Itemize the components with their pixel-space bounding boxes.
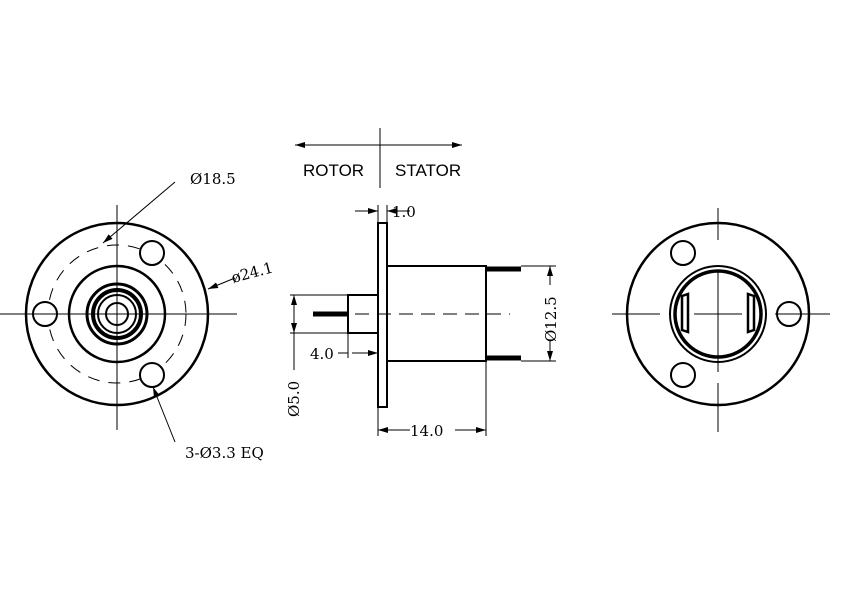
body-dia-dim: Ø12.5 [542,296,560,342]
mount-hole [670,362,696,388]
rotor-end-view [0,181,237,443]
outer-dia-dim: ø24.1 [229,258,275,286]
mount-hole [139,240,165,266]
mount-hole [139,362,165,388]
terminal-tab [746,292,756,334]
rotor-stator-header [295,128,462,188]
shaft-dia-dim: Ø5.0 [285,381,303,417]
rotor-label: ROTOR [303,161,364,180]
flange-outline [24,221,210,407]
stator-label: STATOR [395,161,461,180]
mount-hole [670,240,696,266]
terminal-tab [680,292,690,334]
side-view [290,205,556,436]
shaft-length-dim: 4.0 [310,345,334,363]
body-circle [67,264,167,364]
stator-end-view [612,208,830,432]
body-length-dim: 14.0 [410,422,443,440]
flange-thickness-dim: 1.0 [392,203,416,221]
holes-dim: 3-Ø3.3 EQ [185,444,264,462]
pitch-circle-dim: Ø18.5 [190,170,236,188]
flange [377,222,388,408]
